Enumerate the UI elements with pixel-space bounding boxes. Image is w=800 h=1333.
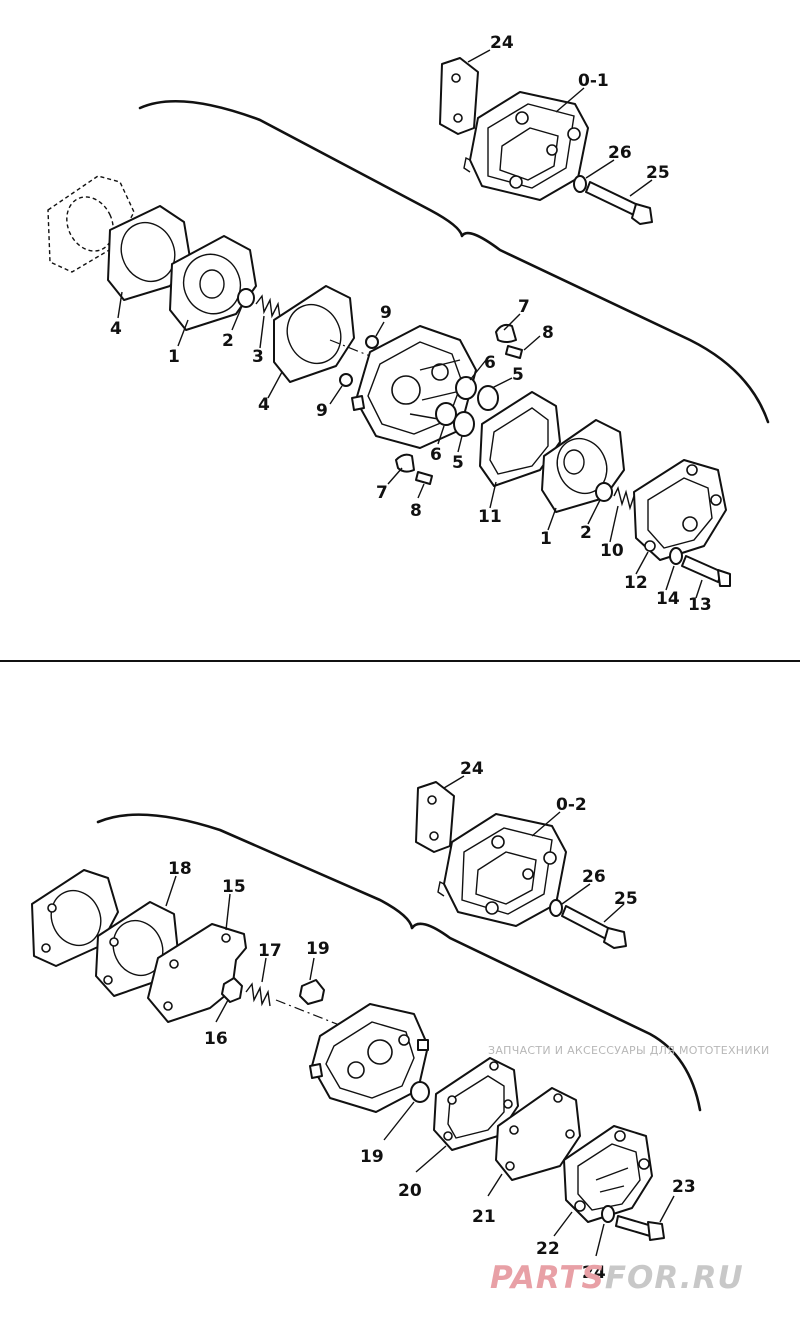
washer-26-top	[573, 175, 587, 193]
callout-24-top: 24	[490, 33, 514, 53]
callout-2-right: 2	[580, 523, 592, 543]
callout-26-bottom: 26	[582, 867, 606, 887]
brace-bottom	[96, 813, 702, 1112]
callout-23: 23	[672, 1177, 696, 1197]
callout-14: 14	[656, 589, 680, 609]
callout-17: 17	[258, 941, 282, 961]
callout-5-upper: 5	[512, 365, 524, 385]
callout-19-upper: 19	[306, 939, 330, 959]
watermark: ЗАПЧАСТИ И АКСЕССУАРЫ ДЛЯ МОТОТЕХНИКИ PA…	[488, 1044, 770, 1296]
callout-11: 11	[478, 507, 502, 527]
callout-21: 21	[472, 1207, 496, 1227]
cover-12	[633, 459, 727, 561]
callout-assembly-0-2: 0-2	[556, 795, 587, 815]
callout-24-bottom-top: 24	[460, 759, 484, 779]
callout-4-left: 4	[110, 319, 122, 339]
washer-14	[669, 547, 683, 565]
top-figure	[47, 49, 770, 599]
callout-25-bottom: 25	[614, 889, 638, 909]
retainer-2-left	[237, 288, 255, 308]
bolt-23	[615, 1215, 665, 1241]
watermark-brand-left: PARTS	[490, 1260, 605, 1296]
assembled-pump-top	[439, 57, 589, 201]
valve-6-upper	[455, 376, 477, 400]
valve-6-lower	[435, 402, 457, 426]
spring-17	[245, 982, 271, 1007]
callout-12: 12	[624, 573, 648, 593]
retainer-16	[221, 977, 243, 1003]
nut-9-upper	[365, 335, 379, 349]
callout-13: 13	[688, 595, 712, 615]
diaphragm-1-left	[169, 235, 257, 331]
bolt-13	[681, 555, 731, 587]
callout-26-top: 26	[608, 143, 632, 163]
diaphragm-15	[147, 923, 247, 1023]
watermark-tagline: ЗАПЧАСТИ И АКСЕССУАРЫ ДЛЯ МОТОТЕХНИКИ	[488, 1044, 770, 1057]
bottom-figure	[31, 775, 702, 1257]
callout-8-upper: 8	[542, 323, 554, 343]
callout-assembly-0-1: 0-1	[578, 71, 609, 91]
clip-7-upper	[495, 323, 517, 343]
callout-10: 10	[600, 541, 624, 561]
callout-1-right: 1	[540, 529, 552, 549]
callout-4-mid: 4	[258, 395, 270, 415]
gasket-4-mid	[273, 285, 355, 383]
cover-22	[563, 1125, 653, 1223]
callout-7-lower: 7	[376, 483, 388, 503]
watermark-brand-right: FOR.RU	[605, 1260, 744, 1296]
callout-2-left: 2	[222, 331, 234, 351]
callout-24-bottom: 24	[582, 1263, 606, 1283]
bolt-25-bottom	[561, 905, 627, 949]
callout-7-upper: 7	[518, 297, 530, 317]
retainer-2-right	[595, 482, 613, 502]
callout-20: 20	[398, 1181, 422, 1201]
callout-19-lower: 19	[360, 1147, 384, 1167]
callouts-bottom: 24 0-2 26 25 18 15 17 19 16 19 20 21 23 …	[168, 759, 696, 1283]
washer-24-bottom	[601, 1205, 615, 1223]
nut-9-lower	[339, 373, 353, 387]
spring-10	[613, 485, 635, 511]
valve-5-upper	[477, 385, 499, 411]
spring-3-left	[255, 294, 281, 319]
clip-7-lower	[395, 453, 415, 473]
diaphragm-21	[495, 1087, 581, 1181]
callout-8-lower: 8	[410, 501, 422, 521]
plug-19-upper	[299, 979, 325, 1005]
callout-1-left: 1	[168, 347, 180, 367]
screw-8-lower	[415, 471, 433, 485]
pump-body-bottom	[309, 1003, 429, 1113]
callout-22: 22	[536, 1239, 560, 1259]
callout-16: 16	[204, 1029, 228, 1049]
callouts-top: 24 0-1 26 25 4 1 2 3 4 9 7 8 6 5 9 6 5 7…	[110, 33, 712, 615]
callout-25-top: 25	[646, 163, 670, 183]
callout-9-upper: 9	[380, 303, 392, 323]
gasket-11	[479, 391, 561, 487]
assembled-pump-bottom	[415, 781, 567, 927]
plug-19-lower	[410, 1081, 430, 1103]
screw-8-upper	[505, 345, 523, 359]
callout-3: 3	[252, 347, 264, 367]
callout-6-lower: 6	[430, 445, 442, 465]
bolt-25-top	[585, 181, 653, 225]
callout-15: 15	[222, 877, 246, 897]
callout-18: 18	[168, 859, 192, 879]
callout-5-lower: 5	[452, 453, 464, 473]
watermark-brand: PARTSFOR.RU	[490, 1260, 744, 1296]
callout-6-upper: 6	[484, 353, 496, 373]
valve-5-lower	[453, 411, 475, 437]
brace-top	[138, 100, 770, 424]
callout-9-lower: 9	[316, 401, 328, 421]
washer-26-bottom	[549, 899, 563, 917]
